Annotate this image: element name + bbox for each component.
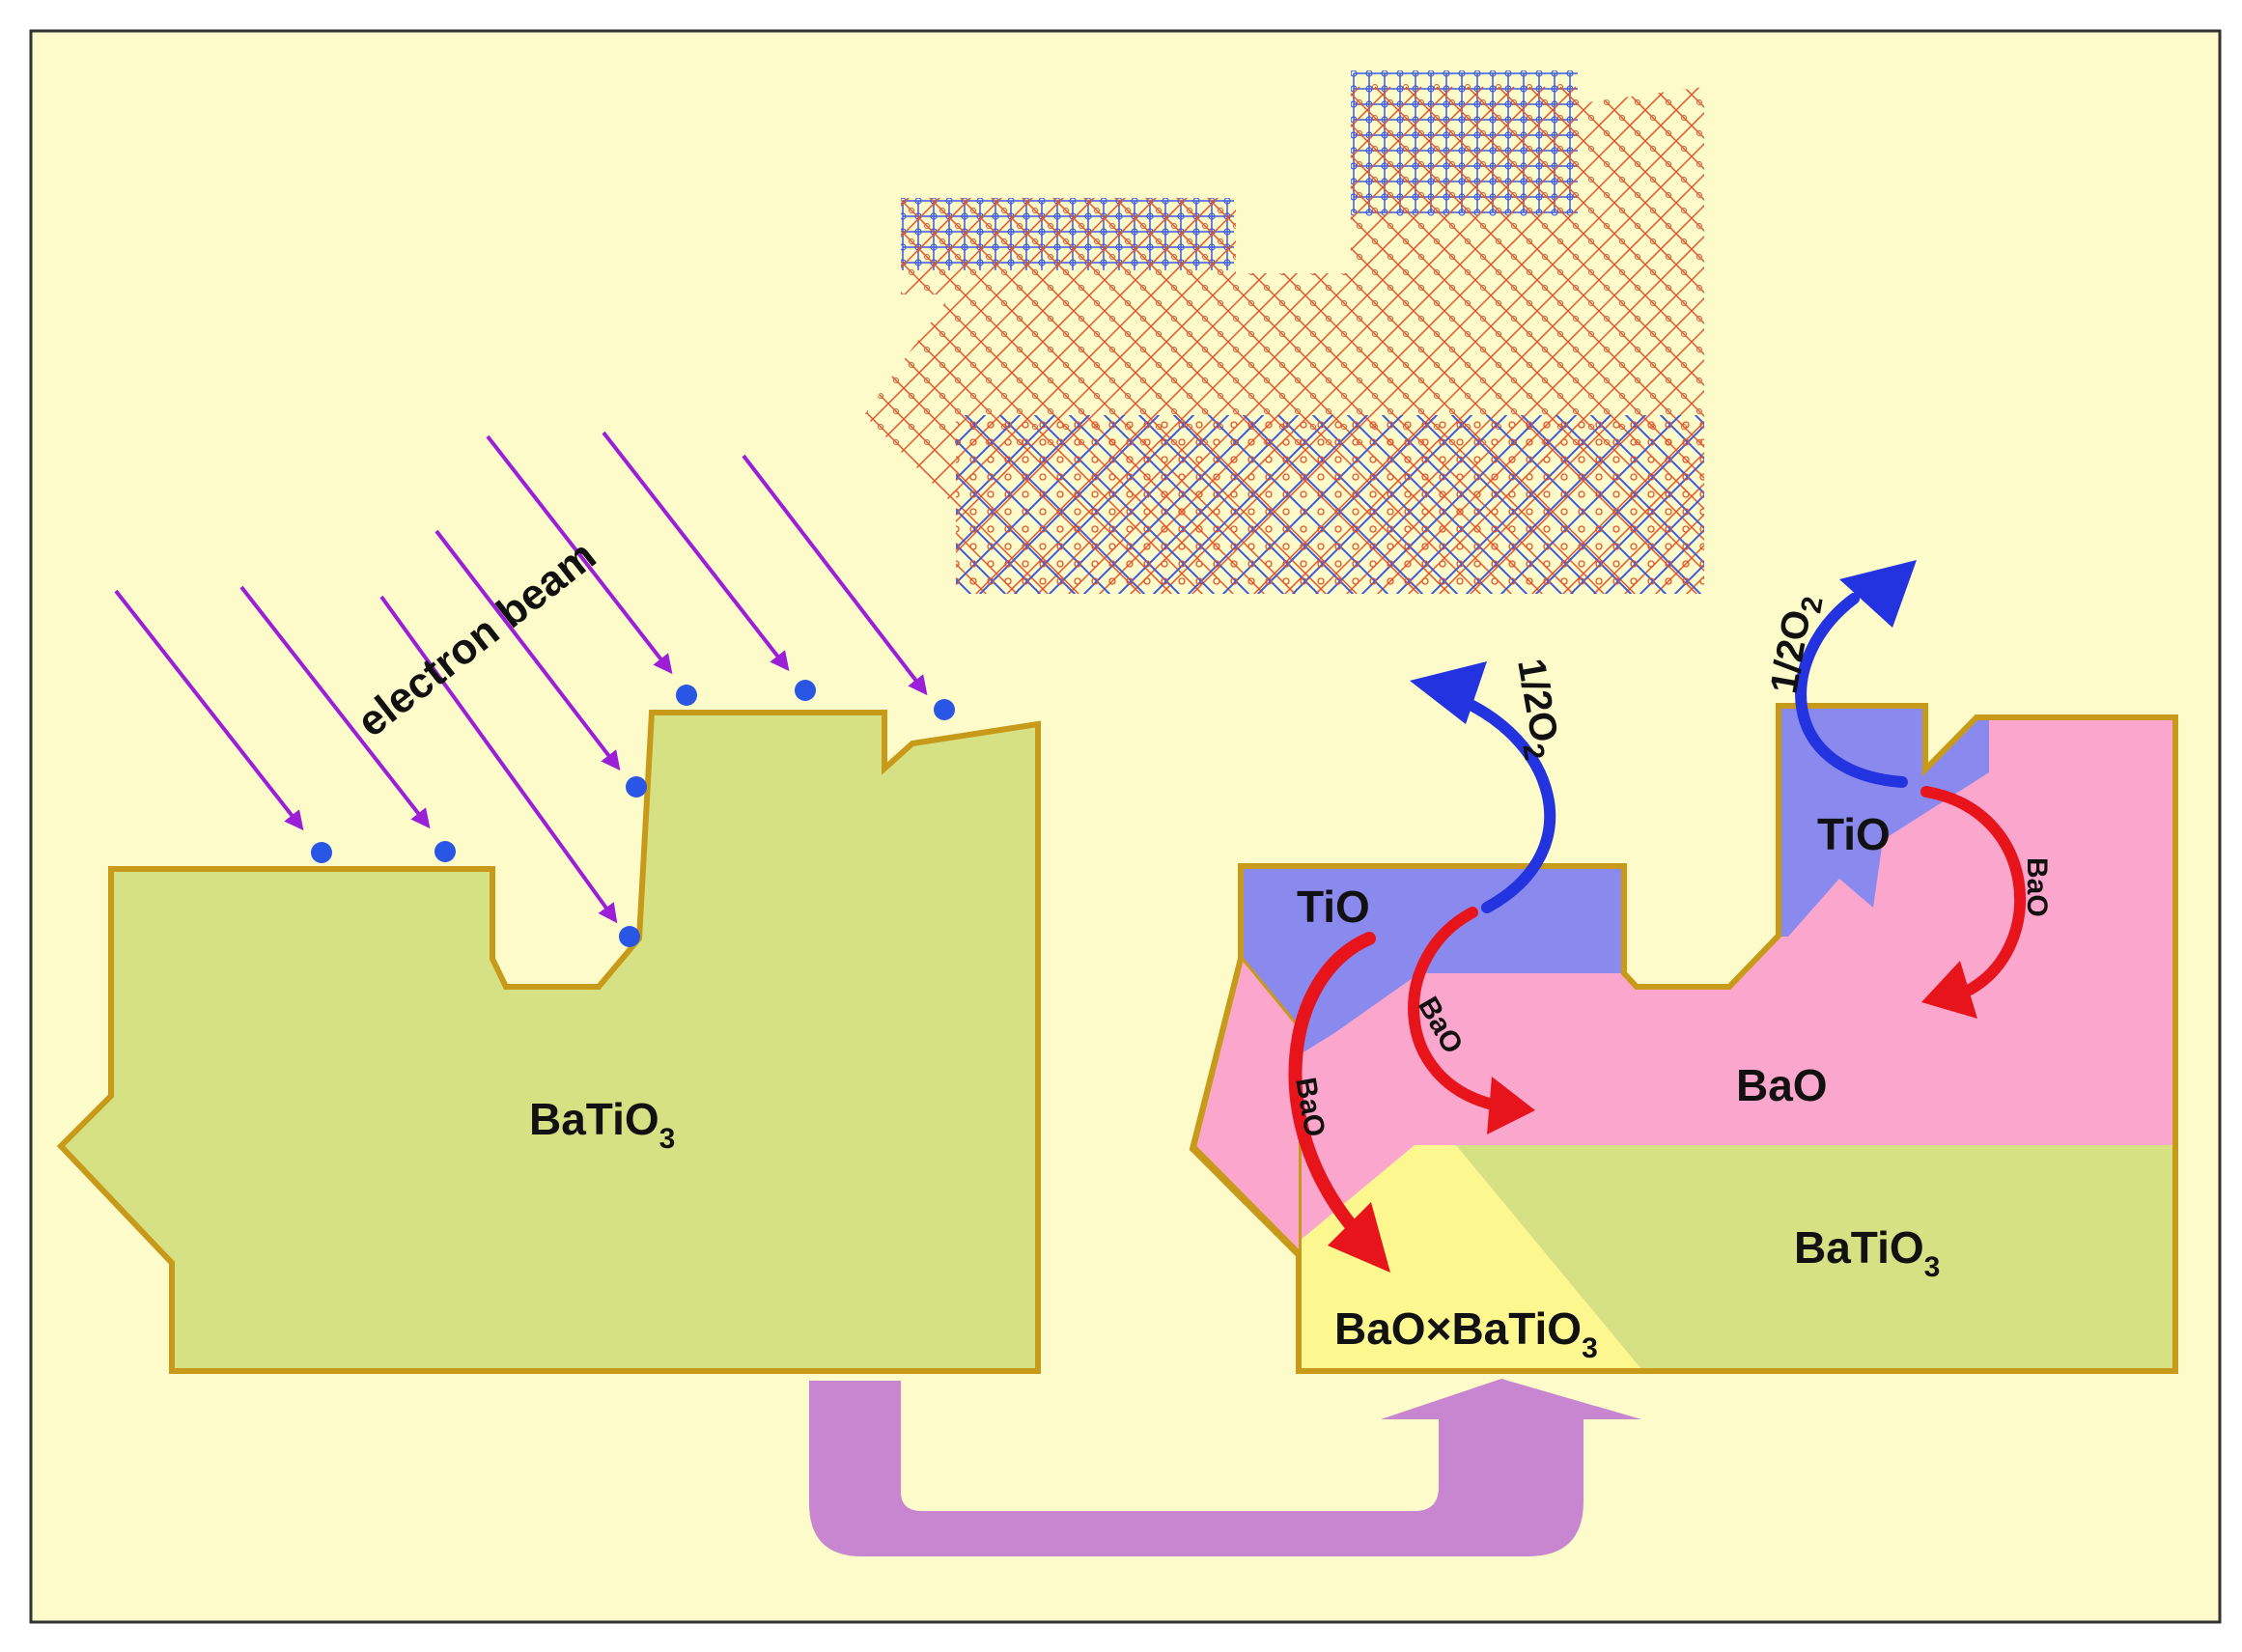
bao-arrowhead-1 <box>1328 1202 1390 1273</box>
beam-arrow-5 <box>486 434 673 675</box>
bao-arrowhead-2 <box>1487 1077 1535 1134</box>
electron-dot <box>434 841 456 862</box>
tio-label-left: TiO <box>1297 882 1370 932</box>
electron-beam-arrows <box>114 431 928 924</box>
o2-arrowhead-left <box>1410 661 1487 724</box>
bao-migration-arrows <box>1288 786 2027 1273</box>
beam-arrow-1 <box>114 589 304 831</box>
left-crystal <box>56 710 1041 1374</box>
bao-arrow-2 <box>1408 907 1502 1111</box>
composite-region <box>1294 1145 1651 1371</box>
bao-arrow-3 <box>1920 786 2027 995</box>
electron-dot <box>676 685 697 706</box>
right-crystal-bevel-fill <box>1195 959 1299 1253</box>
beam-arrow-4 <box>434 529 621 771</box>
electron-dot <box>626 776 647 798</box>
left-crystal-label: BaTiO3 <box>529 1094 675 1155</box>
bao-arrowhead-3 <box>1921 961 1977 1019</box>
electron-dot <box>934 699 955 720</box>
o2-arrow-right <box>1795 593 1908 788</box>
tio-region-left <box>1241 850 1632 1091</box>
electrons <box>311 680 955 947</box>
o2-arrowhead-right <box>1839 560 1917 628</box>
oxygen-release-arrows <box>1410 560 1917 913</box>
bao-arrow-label-3: BaO <box>2021 857 2053 917</box>
beam-arrow-2 <box>239 585 431 829</box>
bao-layer-label: BaO <box>1736 1060 1828 1110</box>
batio3-bulk <box>1456 1145 2175 1371</box>
right-crystal-label: BaTiO3 <box>1794 1222 1940 1283</box>
tio-label-right: TiO <box>1817 809 1891 859</box>
composite-label: BaO×BaTiO3 <box>1334 1303 1598 1364</box>
beam-arrow-7 <box>742 454 928 696</box>
beam-arrow-6 <box>602 431 790 672</box>
bao-arrow-1 <box>1288 932 1376 1233</box>
electron-dot <box>619 926 640 947</box>
electron-dot <box>795 680 816 701</box>
o2-arrow-left <box>1443 689 1556 913</box>
electron-dot <box>311 842 332 863</box>
beam-arrow-3 <box>379 595 618 924</box>
transition-arrow <box>809 1379 1641 1556</box>
